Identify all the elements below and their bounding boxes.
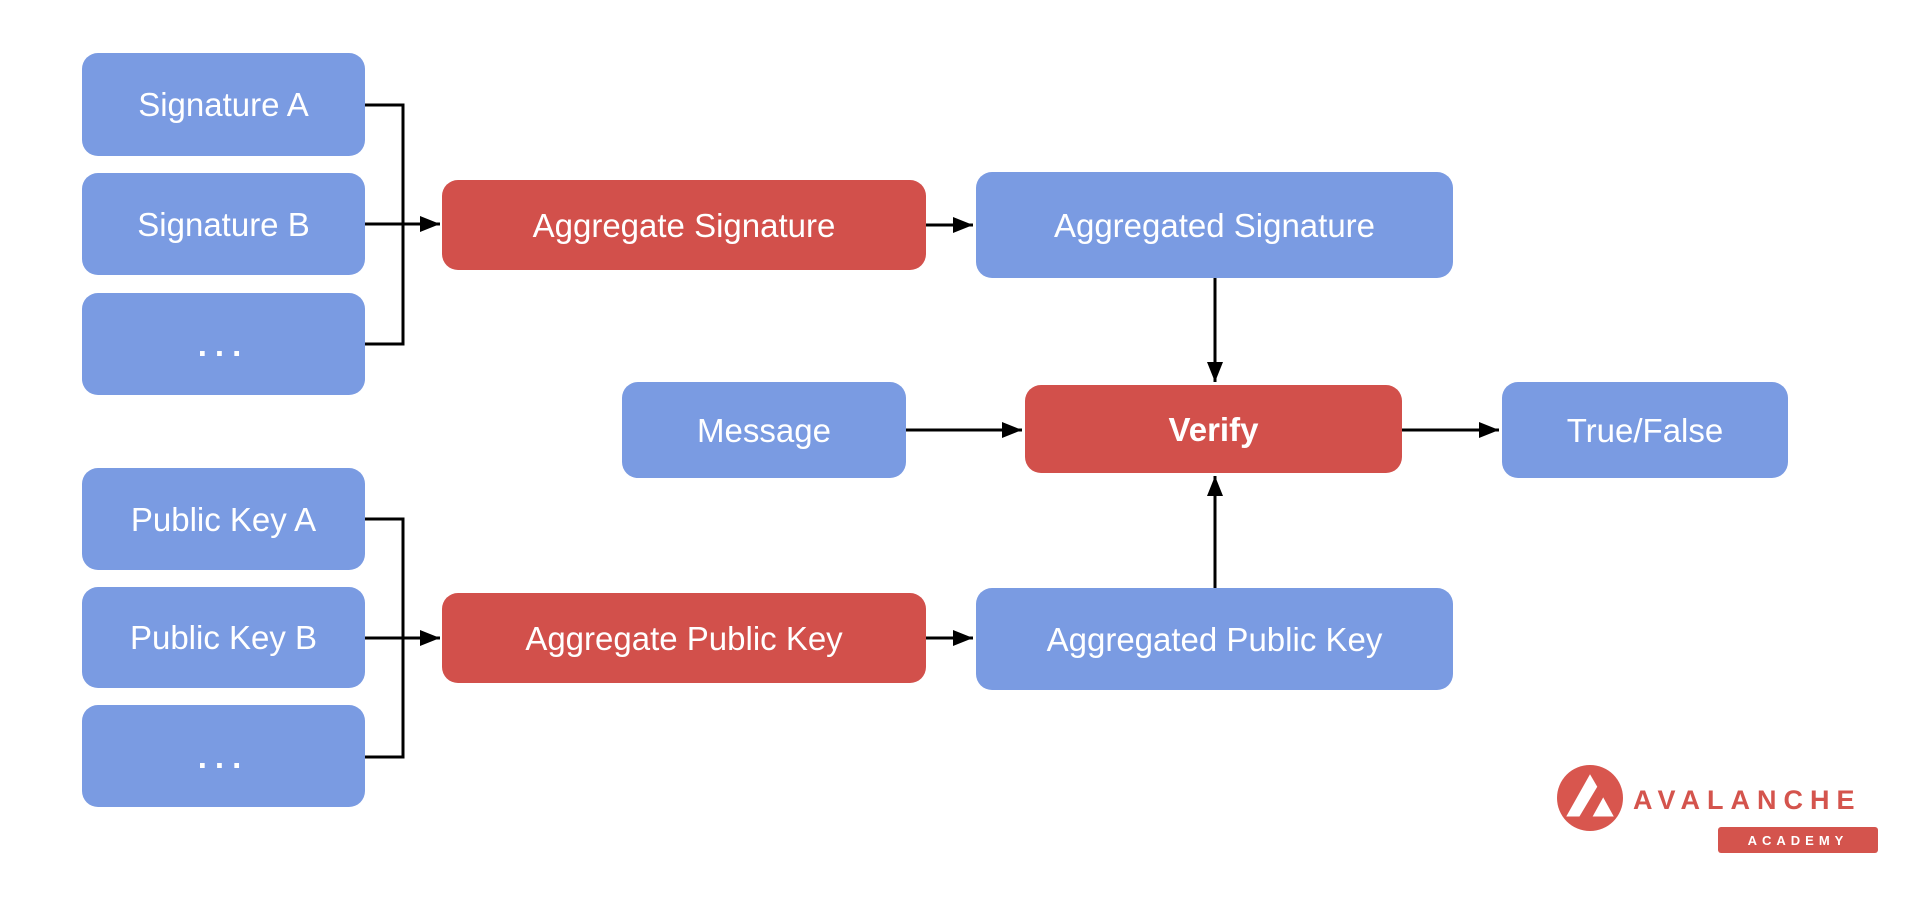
node-signature-b-label: Signature B — [137, 205, 310, 243]
node-aggregated-public-key-label: Aggregated Public Key — [1046, 620, 1383, 658]
node-verify: Verify — [1025, 385, 1402, 473]
node-signature-ellipsis-label: ... — [197, 325, 250, 363]
academy-badge: ACADEMY — [1718, 827, 1878, 853]
node-signature-a-label: Signature A — [138, 86, 309, 123]
node-message: Message — [622, 382, 906, 478]
edge-publickeys-bracket — [365, 517, 405, 759]
academy-badge-label: ACADEMY — [1747, 832, 1849, 848]
node-aggregate-public-key: Aggregate Public Key — [442, 593, 926, 683]
node-public-key-ellipsis-label: ... — [197, 737, 250, 775]
node-signature-ellipsis: ... — [82, 293, 365, 395]
node-aggregate-signature-label: Aggregate Signature — [532, 206, 836, 244]
node-signature-b: Signature B — [82, 173, 365, 275]
node-public-key-b: Public Key B — [82, 587, 365, 688]
node-aggregated-signature-label: Aggregated Signature — [1053, 206, 1376, 244]
node-aggregated-signature: Aggregated Signature — [976, 172, 1453, 278]
node-public-key-a-label: Public Key A — [130, 500, 317, 538]
node-aggregate-signature: Aggregate Signature — [442, 180, 926, 270]
node-verify-label: Verify — [1168, 410, 1259, 448]
node-public-key-ellipsis: ... — [82, 705, 365, 807]
avalanche-brand-text: AVALANCHE — [1633, 785, 1862, 815]
node-signature-a: Signature A — [82, 53, 365, 156]
node-aggregate-public-key-label: Aggregate Public Key — [525, 619, 843, 657]
node-message-label: Message — [697, 411, 831, 449]
avalanche-logo-icon — [1557, 765, 1623, 831]
edge-signatures-bracket — [365, 103, 405, 346]
node-aggregated-public-key: Aggregated Public Key — [976, 588, 1453, 690]
node-public-key-b-label: Public Key B — [129, 619, 318, 656]
node-public-key-a: Public Key A — [82, 468, 365, 570]
node-true-false: True/False — [1502, 382, 1788, 478]
node-true-false-label: True/False — [1566, 411, 1724, 449]
